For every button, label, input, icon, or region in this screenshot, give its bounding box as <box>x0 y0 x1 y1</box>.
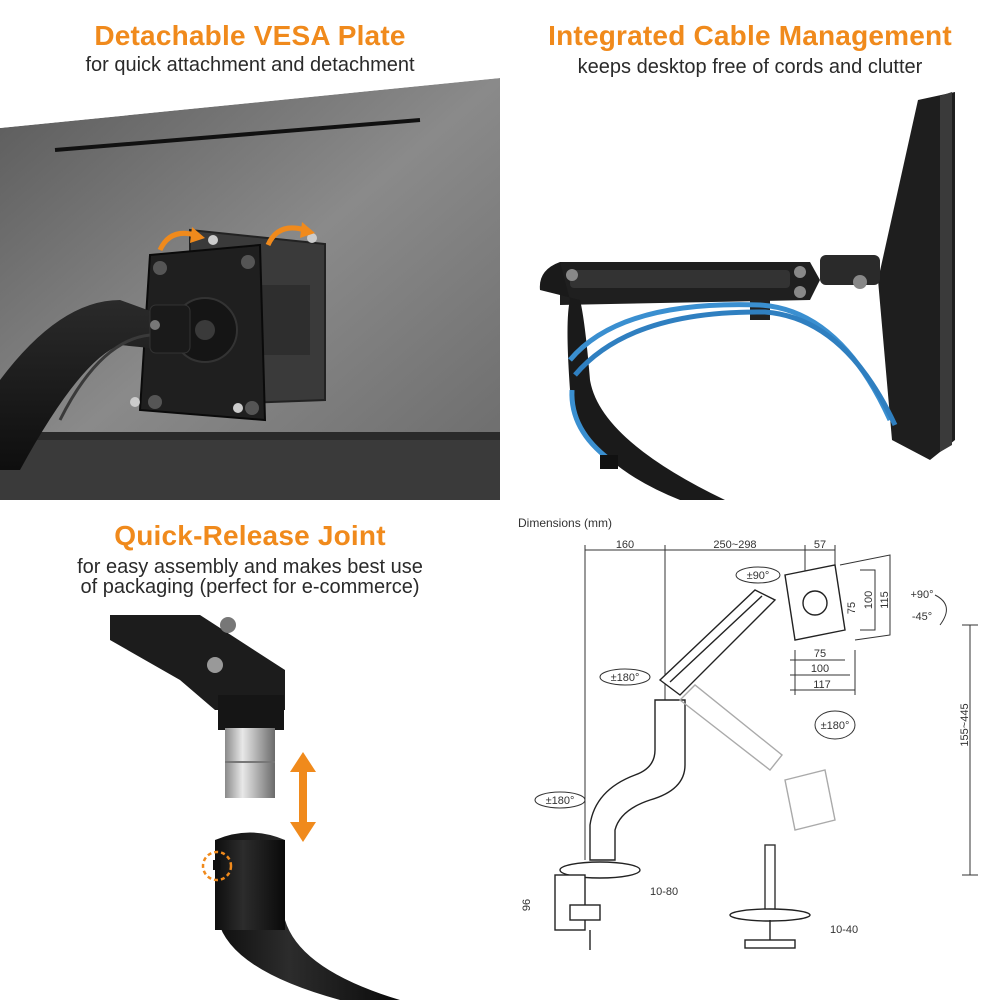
rot-180-b: ±180° <box>821 720 850 732</box>
panel-vesa-plate: Detachable VESA Plate for quick attachme… <box>0 0 500 500</box>
rot-180-a: ±180° <box>611 672 640 684</box>
quick-release-title: Quick-Release Joint <box>114 520 386 551</box>
quick-release-subtitle-2: of packaging (perfect for e-commerce) <box>80 576 420 598</box>
dim-clamp-10-80: 10-80 <box>650 886 678 898</box>
panel-quick-release: Quick-Release Joint for easy assembly an… <box>0 500 500 1000</box>
dim-v75: 75 <box>846 602 858 614</box>
dim-clamp-96: 96 <box>521 899 533 911</box>
dimensions-diagram: 160 250~298 57 ±90° +90° -45° 75 100 115… <box>521 539 978 950</box>
vesa-plate-photo <box>0 0 500 500</box>
dim-height: 155~445 <box>959 703 971 746</box>
dim-grommet-10-40: 10-40 <box>830 924 858 936</box>
dimensions-title: Dimensions (mm) <box>518 516 613 530</box>
dim-h100: 100 <box>811 663 829 675</box>
dim-57: 57 <box>814 539 826 551</box>
cable-management-photo <box>500 0 1000 500</box>
panel-dimensions: Dimensions (mm) <box>500 500 1000 1000</box>
dim-v100: 100 <box>863 591 875 609</box>
rot-180-c: ±180° <box>546 795 575 807</box>
rot-90-head: ±90° <box>747 570 770 582</box>
vesa-plate-title: Detachable VESA Plate <box>94 20 406 51</box>
panel-cable-management: Integrated Cable Management keeps deskto… <box>500 0 1000 500</box>
dim-h75: 75 <box>814 648 826 660</box>
cable-management-subtitle: keeps desktop free of cords and clutter <box>577 56 923 78</box>
dim-v115: 115 <box>879 591 891 609</box>
tilt-minus: -45° <box>912 611 932 623</box>
tilt-plus: +90° <box>910 589 933 601</box>
dim-h117: 117 <box>813 679 831 691</box>
quick-release-subtitle-1: for easy assembly and makes best use <box>77 556 423 578</box>
dim-160: 160 <box>616 539 634 551</box>
cable-management-title: Integrated Cable Management <box>548 20 952 51</box>
dim-250-298: 250~298 <box>713 539 756 551</box>
quick-release-photo <box>110 615 400 1000</box>
vesa-plate-subtitle: for quick attachment and detachment <box>85 54 415 76</box>
